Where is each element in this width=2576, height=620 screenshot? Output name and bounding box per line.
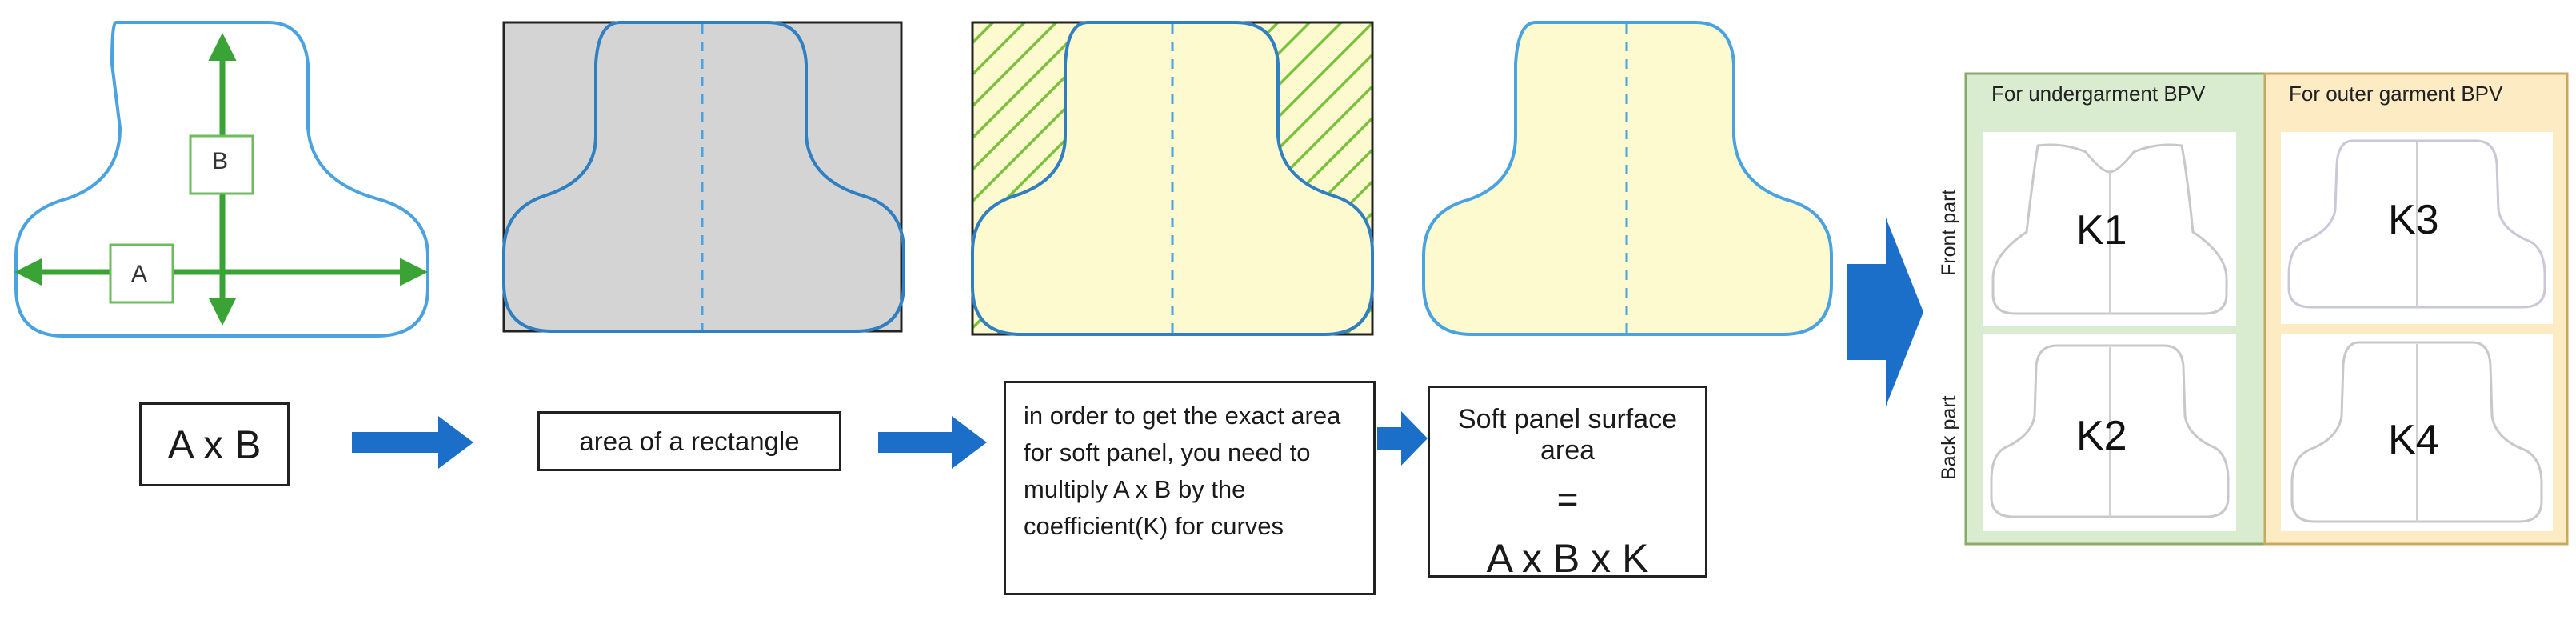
- front-part-label: Front part: [1938, 189, 1960, 276]
- flow-arrow-2: [878, 416, 987, 469]
- undergarment-header: For undergarment BPV: [1991, 82, 2206, 106]
- big-right-arrow: [1847, 218, 1923, 406]
- k1-shape: [1991, 143, 2228, 315]
- surface-area-title: Soft panel surface area: [1457, 404, 1678, 466]
- flow-arrow-1: [352, 416, 473, 469]
- k4-shape: [2290, 341, 2543, 523]
- dimension-b-label: B: [212, 148, 229, 174]
- soft-panel-outline-2: [502, 21, 905, 333]
- coefficient-note-text: in order to get the exact area for soft …: [1024, 402, 1341, 540]
- dimension-a-label: A: [131, 261, 148, 287]
- surface-area-box: Soft panel surface area = A x B x K: [1428, 386, 1707, 581]
- rectangle-area-text: area of a rectangle: [579, 426, 800, 456]
- coefficient-note-box: in order to get the exact area for soft …: [1004, 381, 1376, 595]
- dimension-b-box: [189, 134, 254, 195]
- soft-panel-fill-3: [971, 21, 1374, 336]
- formula-ab-box: A x B: [139, 402, 290, 486]
- k3-shape: [2287, 139, 2546, 309]
- formula-ab-text: A x B: [167, 422, 262, 467]
- surface-area-formula: A x B x K: [1486, 536, 1649, 581]
- k2-label: K2: [2076, 413, 2127, 459]
- rectangle-area-box: area of a rectangle: [537, 411, 841, 471]
- k2-shape: [1990, 344, 2230, 518]
- soft-panel-final: [1422, 21, 1833, 336]
- k4-label: K4: [2388, 417, 2439, 463]
- equals-sign: =: [1556, 478, 1579, 520]
- k3-label: K3: [2388, 197, 2439, 243]
- back-part-label: Back part: [1938, 395, 1960, 480]
- k1-label: K1: [2076, 207, 2127, 254]
- dimension-a-box: [109, 243, 174, 304]
- flow-arrow-3: [1377, 411, 1428, 466]
- outer-garment-header: For outer garment BPV: [2289, 82, 2503, 106]
